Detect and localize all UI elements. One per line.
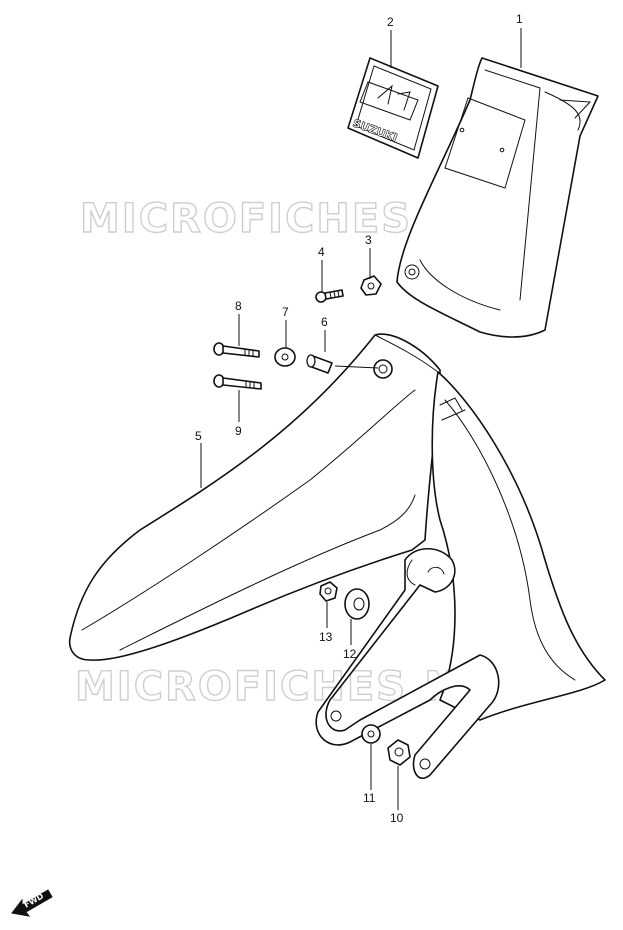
callout-1: 1	[516, 12, 523, 26]
callout-5: 5	[195, 429, 202, 443]
part-12-damper-washer	[344, 588, 370, 620]
callout-8: 8	[235, 299, 242, 313]
callout-6: 6	[321, 315, 328, 329]
part-3-nut	[360, 275, 382, 296]
callout-10: 10	[390, 811, 404, 825]
part-13-nut	[319, 581, 338, 602]
part-4-screw	[315, 289, 344, 303]
part-9-bolt	[213, 374, 262, 390]
part-5-front-fender	[68, 333, 606, 721]
part-8-bolt	[213, 342, 260, 358]
leader-lines	[200, 28, 522, 810]
part-6-collar	[306, 354, 333, 374]
part-11-washer	[361, 724, 381, 744]
part-7-washer	[274, 347, 296, 367]
callout-labels: 1 2 3 4 5 6 7 8 9 10 11 12 13	[195, 12, 523, 825]
fwd-direction-marker: FWD	[11, 889, 53, 917]
callout-11: 11	[363, 791, 376, 805]
part-2-suzuki-emblem: SUZUKI	[347, 57, 439, 159]
callout-9: 9	[235, 424, 242, 438]
callout-3: 3	[365, 233, 372, 247]
callout-7: 7	[282, 305, 289, 319]
part-1-fork-cover	[396, 57, 599, 338]
callout-13: 13	[319, 630, 333, 644]
callout-4: 4	[318, 245, 325, 259]
fender-bracket	[315, 547, 500, 779]
callout-12: 12	[343, 647, 357, 661]
part-10-nut	[387, 739, 411, 766]
callout-2: 2	[387, 15, 394, 29]
